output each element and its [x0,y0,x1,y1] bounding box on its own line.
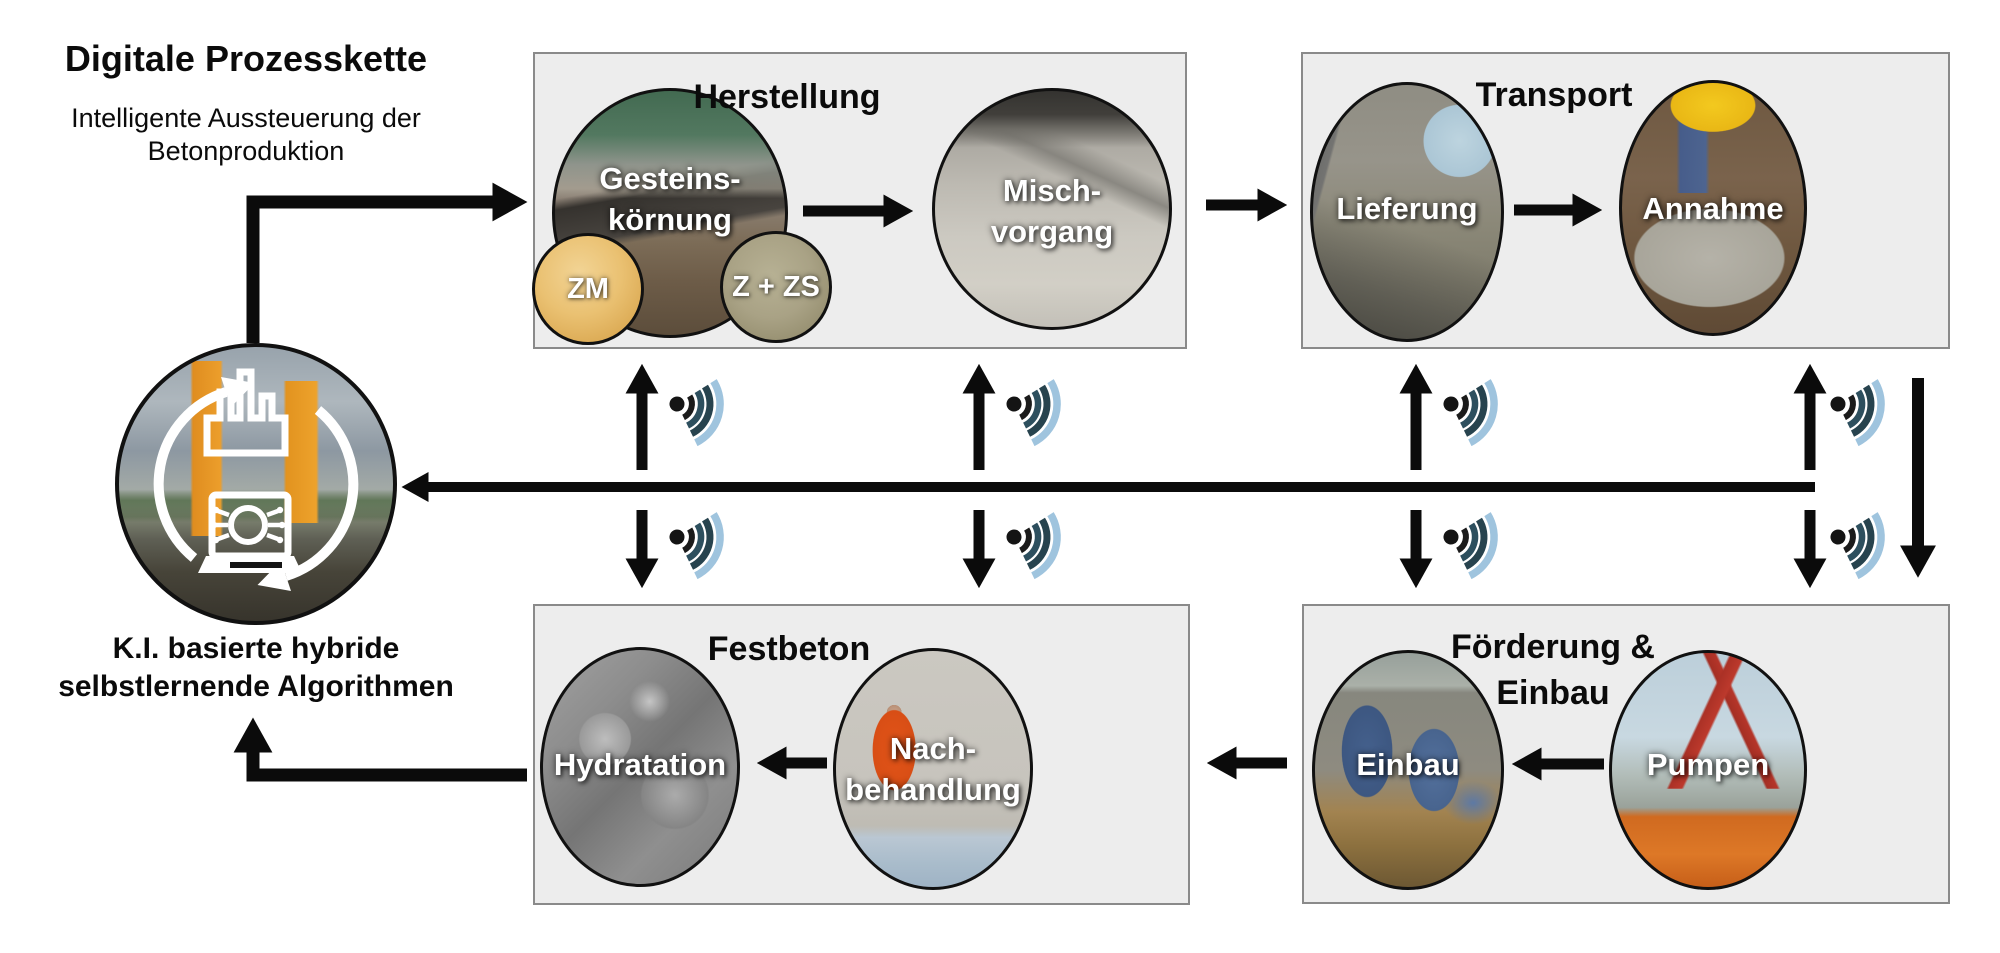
process-box-title-foerderung-einbau: Förderung &Einbau [1451,628,1655,712]
nachbehandlung-photo-circle [833,648,1033,890]
ai-hub-label-line1: K.I. basierte hybride [112,632,400,665]
page-subtitle-line1: Intelligente Aussteuerung der [71,103,421,133]
arrow-festbeton-to-ai [233,717,527,782]
wifi-signal-icon [1830,379,1885,447]
zm-circle [532,233,644,345]
wifi-signal-icon [1443,512,1498,580]
arrow-ai-to-herstellung [246,182,528,343]
lieferung-photo-circle [1310,82,1504,342]
wifi-signal-icon [1443,379,1498,447]
z-zs-circle [720,231,832,343]
process-box-title-herstellung: Herstellung [693,78,881,116]
pumpen-photo-circle [1609,650,1807,890]
process-box-title-festbeton: Festbeton [707,630,871,668]
page-header: Digitale Prozesskette Intelligente Ausst… [0,38,492,168]
annahme-photo-circle [1619,80,1807,336]
wifi-signal-icon [1830,512,1885,580]
einbau-photo-circle [1312,650,1504,890]
page-subtitle-line2: Betonproduktion [147,136,345,166]
wifi-signal-icon [1006,379,1061,447]
wifi-signal-icon [669,379,724,447]
ai-hub-label: K.I. basierte hybride selbstlernende Alg… [16,630,496,706]
wifi-signal-icon [669,512,724,580]
mischvorgang-photo-circle [932,88,1172,330]
ai-hub-label-line2: selbstlernende Algorithmen [58,670,454,703]
process-box-title-transport: Transport [1475,76,1633,114]
ai-hub-circle [115,343,397,625]
wifi-signal-icon [1006,512,1061,580]
hydratation-photo-circle [540,647,740,887]
page-title: Digitale Prozesskette [64,38,428,79]
